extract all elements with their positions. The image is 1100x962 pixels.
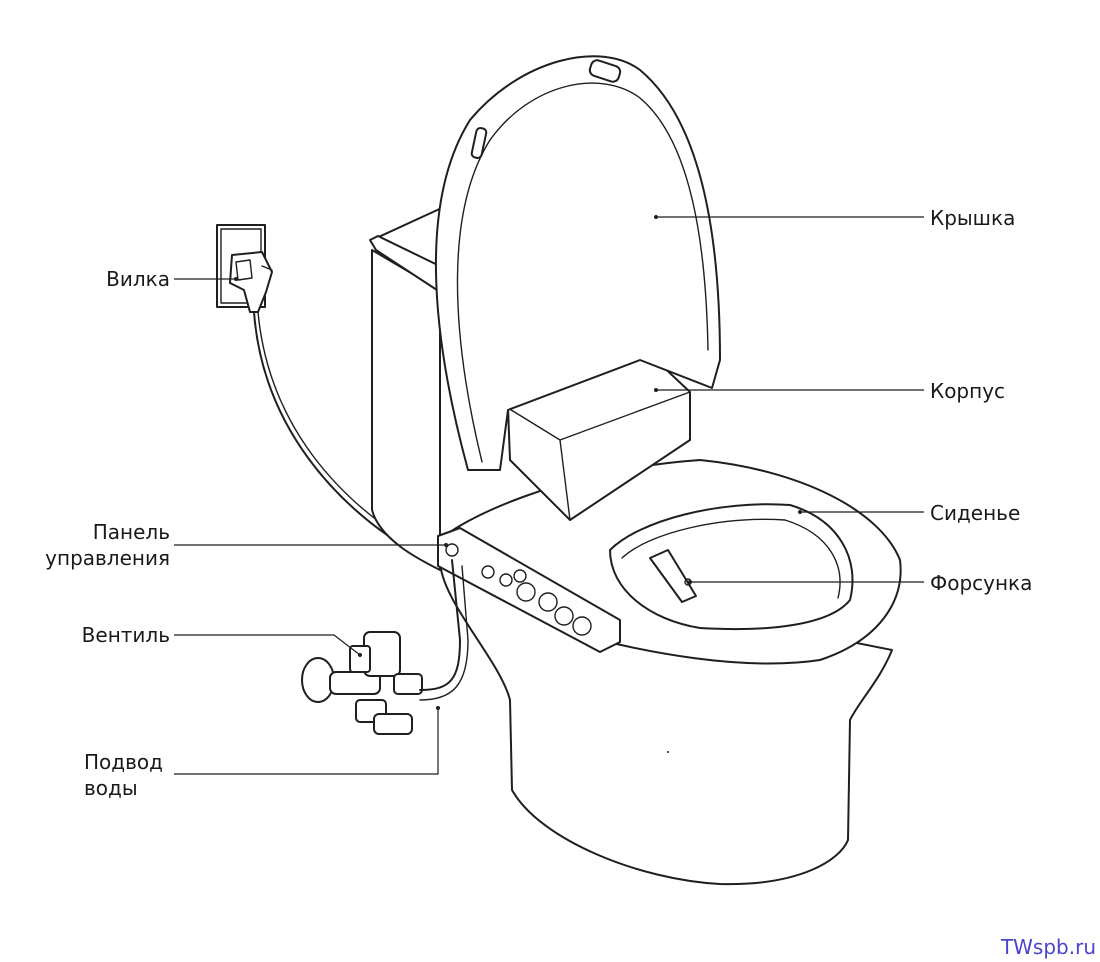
label-seat: Сиденье	[930, 501, 1021, 525]
lid	[435, 55, 721, 471]
leader-lines	[174, 215, 924, 775]
label-control-panel-line2: управления	[45, 546, 170, 570]
valve	[301, 631, 423, 735]
plug	[229, 251, 273, 313]
label-water-supply-line1: Подвод	[84, 750, 163, 774]
label-control-panel-line1: Панель	[92, 520, 170, 544]
label-nozzle: Форсунка	[930, 571, 1033, 595]
water-hose	[419, 559, 461, 691]
label-water-supply-line2: воды	[84, 776, 138, 800]
label-housing: Корпус	[930, 379, 1006, 403]
label-lid: Крышка	[930, 206, 1016, 230]
watermark: TWspb.ru	[1000, 935, 1096, 959]
label-valve: Вентиль	[81, 623, 170, 647]
control-panel-art	[437, 527, 621, 653]
label-plug: Вилка	[106, 267, 170, 291]
